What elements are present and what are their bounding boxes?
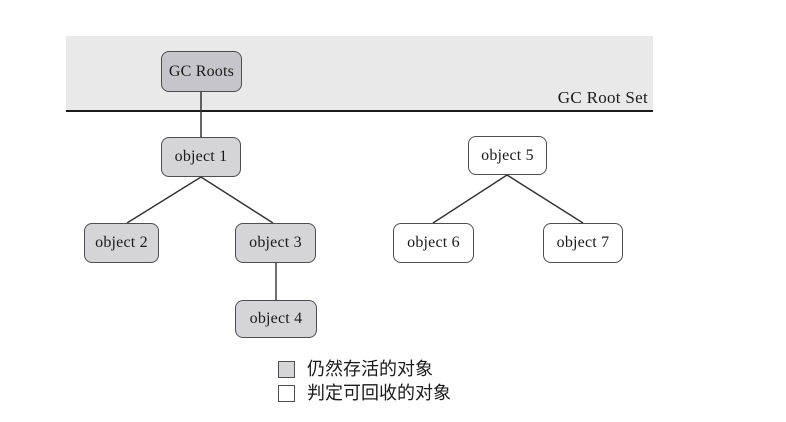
node-object-4: object 4 [235, 300, 317, 338]
node-label: object 7 [556, 234, 610, 251]
node-label: object 4 [249, 310, 303, 327]
edge-object5-object7 [506, 174, 584, 224]
legend: 仍然存活的对象 判定可回收的对象 [278, 357, 451, 405]
node-label: GC Roots [168, 62, 235, 80]
node-label: object 6 [407, 234, 460, 251]
node-object-3: object 3 [235, 223, 316, 263]
legend-item-alive: 仍然存活的对象 [278, 357, 451, 381]
legend-item-collectible: 判定可回收的对象 [278, 381, 451, 405]
node-object-5: object 5 [468, 136, 547, 175]
gc-root-set-label: GC Root Set [557, 88, 648, 107]
node-object-1: object 1 [161, 137, 241, 177]
node-object-7: object 7 [543, 223, 623, 263]
node-object-2: object 2 [84, 223, 159, 263]
legend-label-collectible: 判定可回收的对象 [307, 383, 451, 403]
edge-object5-object6 [432, 174, 508, 224]
edge-object1-object3 [200, 176, 274, 224]
node-label: object 3 [249, 234, 302, 251]
node-label: object 1 [174, 148, 228, 165]
node-label: object 2 [95, 234, 148, 251]
node-object-6: object 6 [393, 223, 474, 263]
legend-label-alive: 仍然存活的对象 [307, 359, 433, 379]
node-label: object 5 [481, 146, 534, 164]
edge-object1-object2 [126, 176, 202, 224]
collectible-swatch [278, 384, 295, 402]
node-gc-roots: GC Roots [161, 51, 242, 92]
alive-swatch [278, 360, 295, 378]
